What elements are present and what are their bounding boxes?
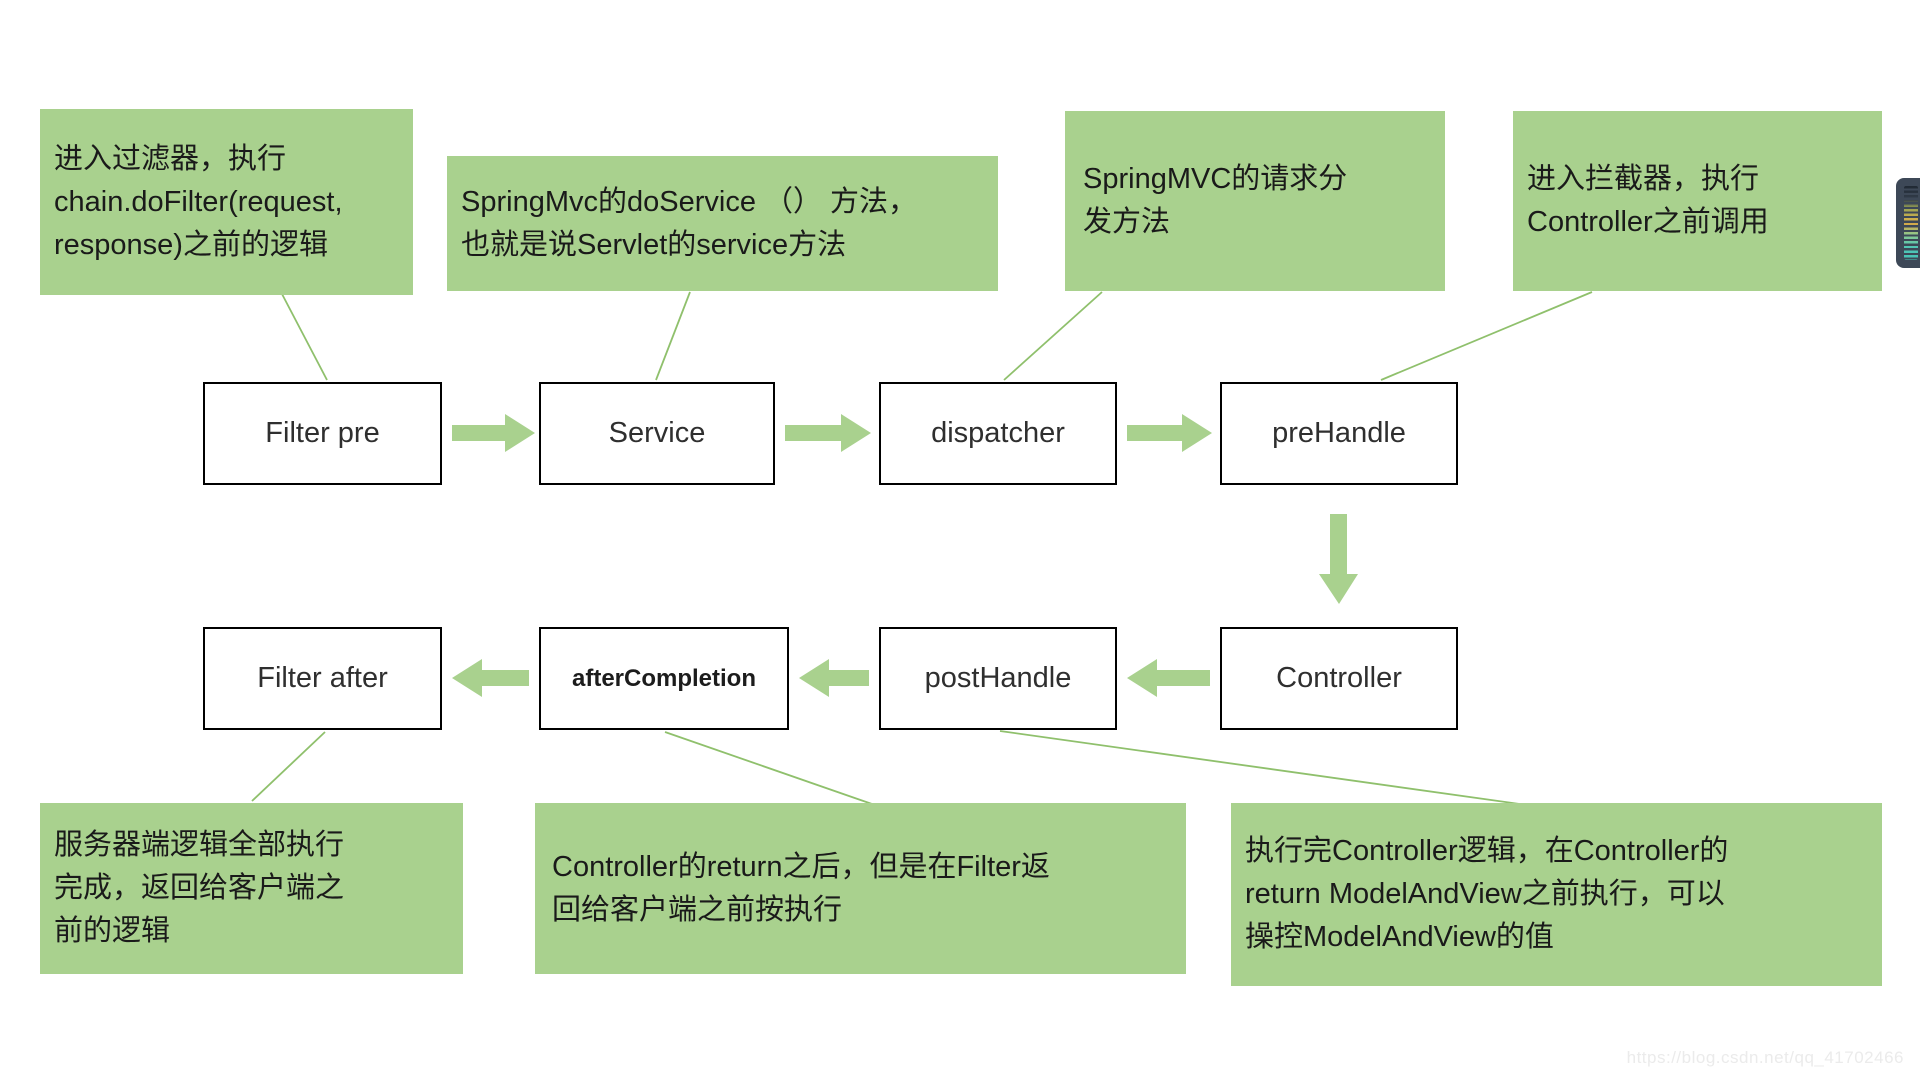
note-prehandle: 进入拦截器，执行 Controller之前调用 [1513, 111, 1882, 291]
callout-line-aftercompletion [664, 731, 873, 805]
node-dispatcher: dispatcher [879, 382, 1117, 485]
node-aftercompletion-label: afterCompletion [571, 664, 756, 692]
note-posthandle-text: 执行完Controller逻辑，在Controller的 return Mode… [1245, 835, 1729, 953]
callout-line-filter-after [251, 731, 326, 802]
flow-arrow-aftercompletion-filterafter [452, 659, 529, 697]
node-prehandle-label: preHandle [1272, 417, 1406, 449]
node-filter-pre: Filter pre [203, 382, 442, 485]
note-filter-pre: 进入过滤器，执行 chain.doFilter(request, respons… [40, 109, 413, 295]
node-service-label: Service [608, 417, 706, 449]
note-aftercompletion: Controller的return之后，但是在Filter返 回给客户端之前按执… [535, 803, 1186, 974]
note-prehandle-text: 进入拦截器，执行 Controller之前调用 [1527, 163, 1769, 238]
node-posthandle-label: postHandle [924, 662, 1072, 694]
browser-extension-handle[interactable] [1896, 178, 1920, 268]
note-service: SpringMvc的doService （） 方法， 也就是说Servlet的s… [447, 156, 998, 291]
extension-colorbar-icon [1904, 186, 1918, 260]
node-service: Service [539, 382, 775, 485]
flow-arrow-dispatcher-prehandle [1127, 414, 1212, 452]
node-filter-pre-label: Filter pre [265, 417, 380, 449]
node-controller-label: Controller [1276, 662, 1402, 694]
node-controller: Controller [1220, 627, 1458, 730]
node-filter-after: Filter after [203, 627, 442, 730]
note-aftercompletion-text: Controller的return之后，但是在Filter返 回给客户端之前按执… [552, 850, 1050, 926]
flow-arrow-service-dispatcher [785, 414, 871, 452]
note-dispatcher-text: SpringMVC的请求分 发方法 [1083, 163, 1348, 238]
note-filter-after-text: 服务器端逻辑全部执行 完成，返回给客户端之 前的逻辑 [54, 829, 345, 947]
callout-line-posthandle [999, 730, 1549, 809]
note-dispatcher: SpringMVC的请求分 发方法 [1065, 111, 1445, 291]
flow-arrow-controller-posthandle [1127, 659, 1210, 697]
note-filter-after: 服务器端逻辑全部执行 完成，返回给客户端之 前的逻辑 [40, 803, 463, 974]
node-posthandle: postHandle [879, 627, 1117, 730]
flow-arrow-posthandle-aftercompletion [799, 659, 869, 697]
flow-arrow-filterpre-service [452, 414, 535, 452]
note-filter-pre-text: 进入过滤器，执行 chain.doFilter(request, respons… [54, 142, 343, 261]
watermark-url: https://blog.csdn.net/qq_41702466 [1626, 1048, 1904, 1067]
callout-line-dispatcher [1003, 291, 1103, 381]
callout-line-prehandle [1380, 291, 1593, 381]
flow-arrow-prehandle-controller [1319, 514, 1358, 604]
note-posthandle: 执行完Controller逻辑，在Controller的 return Mode… [1231, 803, 1882, 986]
node-filter-after-label: Filter after [257, 662, 388, 694]
callout-line-filter-pre [281, 293, 328, 381]
note-service-text: SpringMvc的doService （） 方法， 也就是说Servlet的s… [461, 185, 918, 261]
node-aftercompletion: afterCompletion [539, 627, 789, 730]
node-prehandle: preHandle [1220, 382, 1458, 485]
callout-line-service [655, 291, 691, 381]
node-dispatcher-label: dispatcher [931, 417, 1065, 449]
